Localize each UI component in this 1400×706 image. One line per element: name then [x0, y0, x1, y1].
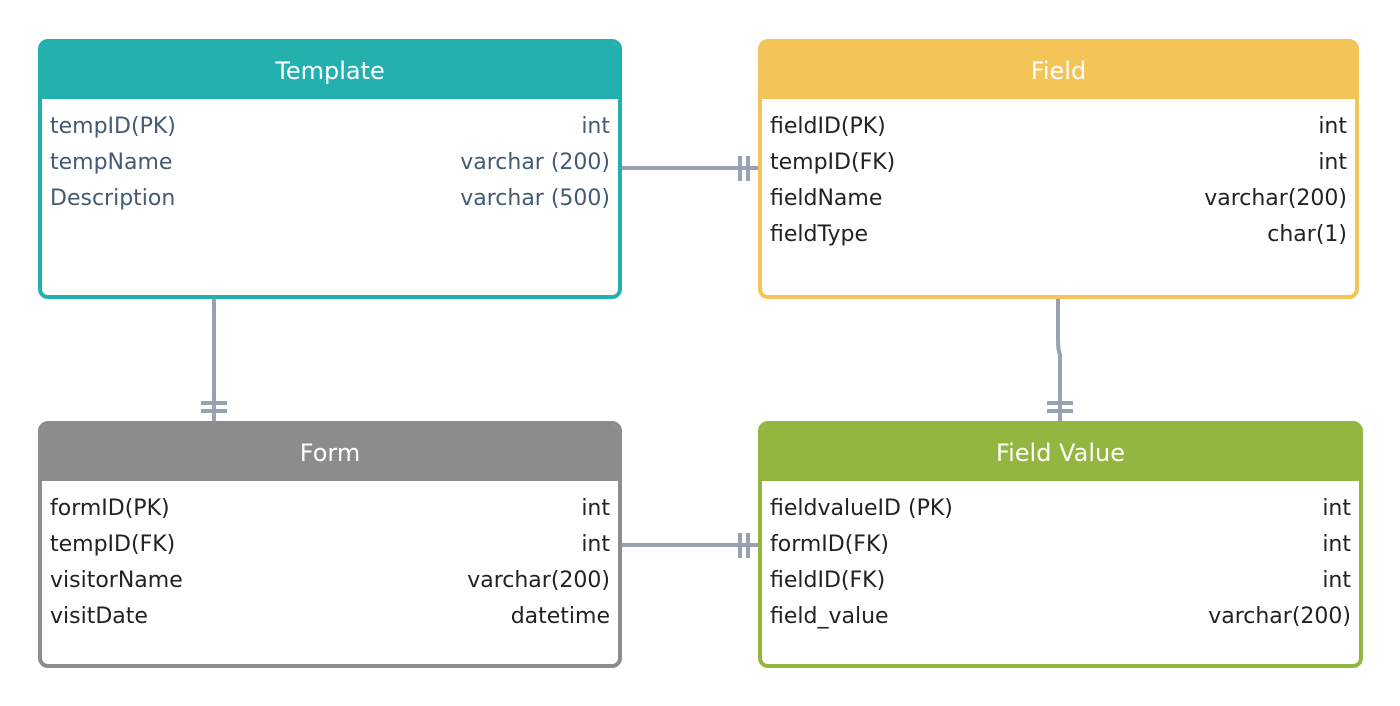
field-type: varchar(200): [1208, 604, 1351, 629]
entity-fields: formID(PK) int tempID(FK) int visitorNam…: [42, 481, 618, 635]
entity-title: Template: [42, 43, 618, 99]
field-type: int: [1318, 114, 1347, 139]
entity-title: Field: [762, 43, 1355, 99]
field-row[interactable]: tempName varchar (200): [50, 145, 610, 181]
field-type: varchar (500): [460, 186, 610, 211]
field-name: visitorName: [50, 568, 183, 593]
field-row[interactable]: fieldID(FK) int: [770, 563, 1351, 599]
field-name: formID(FK): [770, 532, 889, 557]
field-row[interactable]: tempID(PK) int: [50, 109, 610, 145]
field-name: tempID(PK): [50, 114, 176, 139]
field-row[interactable]: fieldType char(1): [770, 217, 1347, 253]
field-name: Description: [50, 186, 176, 211]
field-name: tempID(FK): [50, 532, 176, 557]
field-name: field_value: [770, 604, 889, 629]
field-name: fieldName: [770, 186, 883, 211]
field-name: fieldID(FK): [770, 568, 886, 593]
field-type: int: [581, 532, 610, 557]
field-name: fieldID(PK): [770, 114, 886, 139]
field-row[interactable]: formID(FK) int: [770, 527, 1351, 563]
entity-field-value[interactable]: Field Value fieldvalueID (PK) int formID…: [758, 421, 1363, 668]
relationship-field-fieldvalue[interactable]: [1047, 297, 1073, 423]
field-row[interactable]: visitorName varchar(200): [50, 563, 610, 599]
field-name: tempID(FK): [770, 150, 896, 175]
field-name: visitDate: [50, 604, 148, 629]
entity-field[interactable]: Field fieldID(PK) int tempID(FK) int fie…: [758, 39, 1359, 299]
field-row[interactable]: fieldvalueID (PK) int: [770, 491, 1351, 527]
field-row[interactable]: visitDate datetime: [50, 599, 610, 635]
field-type: varchar (200): [460, 150, 610, 175]
field-type: int: [1322, 496, 1351, 521]
entity-form[interactable]: Form formID(PK) int tempID(FK) int visit…: [38, 421, 622, 668]
field-row[interactable]: formID(PK) int: [50, 491, 610, 527]
field-name: formID(PK): [50, 496, 170, 521]
field-row[interactable]: fieldName varchar(200): [770, 181, 1347, 217]
entity-title: Form: [42, 425, 618, 481]
field-type: int: [581, 114, 610, 139]
field-row[interactable]: Description varchar (500): [50, 181, 610, 217]
field-type: int: [1322, 532, 1351, 557]
field-type: varchar(200): [1204, 186, 1347, 211]
field-type: int: [581, 496, 610, 521]
entity-title: Field Value: [762, 425, 1359, 481]
entity-fields: fieldID(PK) int tempID(FK) int fieldName…: [762, 99, 1355, 253]
entity-fields: tempID(PK) int tempName varchar (200) De…: [42, 99, 618, 217]
field-name: tempName: [50, 150, 173, 175]
relationship-form-fieldvalue[interactable]: [620, 533, 760, 558]
entity-template[interactable]: Template tempID(PK) int tempName varchar…: [38, 39, 622, 299]
field-type: char(1): [1267, 222, 1347, 247]
field-name: fieldType: [770, 222, 869, 247]
field-row[interactable]: tempID(FK) int: [770, 145, 1347, 181]
field-row[interactable]: tempID(FK) int: [50, 527, 610, 563]
field-row[interactable]: field_value varchar(200): [770, 599, 1351, 635]
field-type: int: [1318, 150, 1347, 175]
field-type: int: [1322, 568, 1351, 593]
field-name: fieldvalueID (PK): [770, 496, 953, 521]
field-row[interactable]: fieldID(PK) int: [770, 109, 1347, 145]
field-type: datetime: [510, 604, 610, 629]
connector-line: [1056, 297, 1062, 423]
entity-fields: fieldvalueID (PK) int formID(FK) int fie…: [762, 481, 1359, 635]
relationship-template-form[interactable]: [201, 297, 227, 423]
relationship-template-field[interactable]: [620, 156, 760, 181]
field-type: varchar(200): [467, 568, 610, 593]
